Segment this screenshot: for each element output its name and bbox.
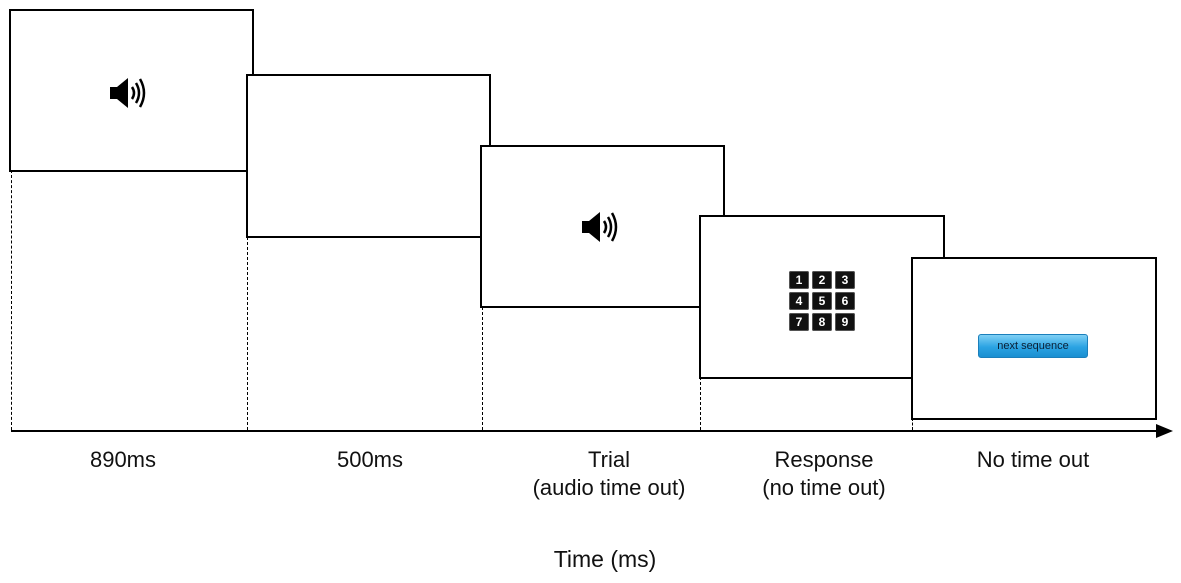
keypad-key: 5 <box>812 292 832 310</box>
guide-line <box>11 170 12 430</box>
keypad-key: 6 <box>835 292 855 310</box>
keypad-key: 8 <box>812 313 832 331</box>
guide-line <box>482 307 483 430</box>
guide-line <box>247 237 248 430</box>
keypad-key: 9 <box>835 313 855 331</box>
keypad-key: 7 <box>789 313 809 331</box>
keypad-key: 3 <box>835 271 855 289</box>
guide-line <box>912 418 913 430</box>
phase-label-trial: Trial (audio time out) <box>532 447 686 500</box>
speaker-icon <box>110 78 146 108</box>
phase-label-890ms: 890ms <box>89 447 157 472</box>
keypad-key: 1 <box>789 271 809 289</box>
time-axis-arrow <box>1156 424 1173 438</box>
phase-label-500ms: 500ms <box>336 447 404 472</box>
axis-title: Time (ms) <box>553 546 657 572</box>
keypad-key: 2 <box>812 271 832 289</box>
next-sequence-button[interactable]: next sequence <box>978 334 1088 358</box>
screen-trial <box>480 145 725 308</box>
time-axis <box>11 430 1161 432</box>
guide-line <box>700 377 701 430</box>
phase-label-no-time-out: No time out <box>976 447 1090 472</box>
speaker-icon <box>582 212 618 242</box>
phase-label-response: Response (no time out) <box>762 447 886 500</box>
screen-890ms <box>9 9 254 172</box>
screen-500ms <box>246 74 491 238</box>
keypad-key: 4 <box>789 292 809 310</box>
